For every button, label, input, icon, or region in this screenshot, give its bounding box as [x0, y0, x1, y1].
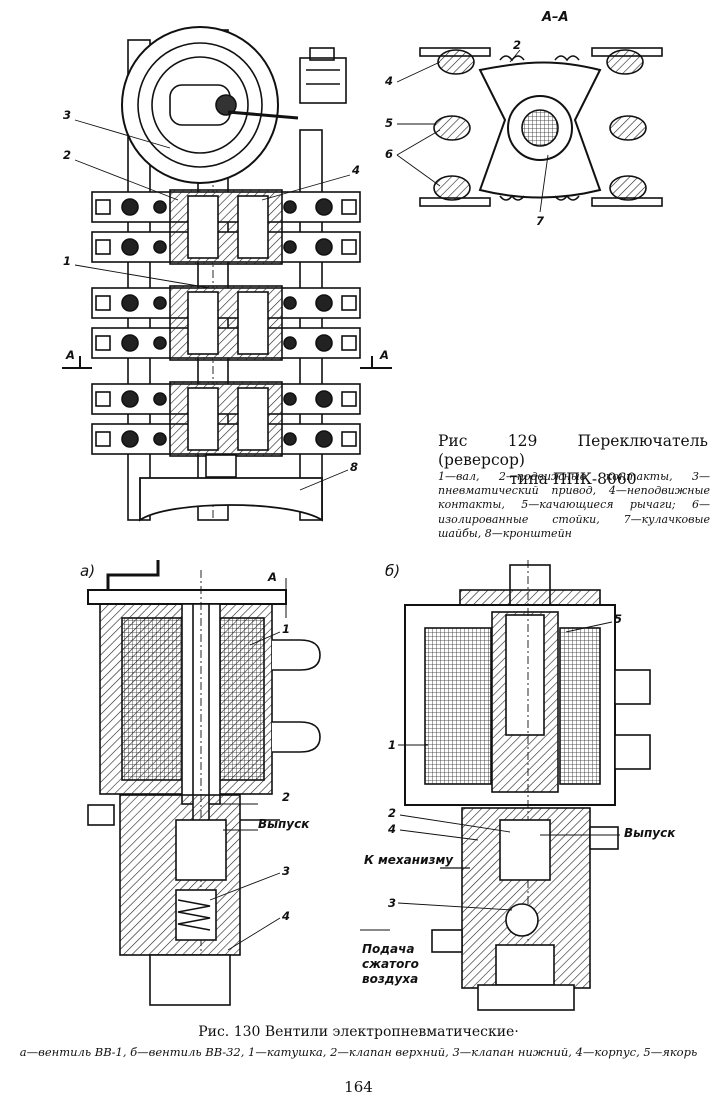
valve-bb32-drawing: [360, 560, 651, 1011]
valve-bb1-drawing: [87, 560, 321, 1006]
section-marker-right: А: [380, 348, 389, 362]
fig130a-callout-3: 3: [282, 864, 291, 878]
fig129-callout-2: 2: [63, 148, 72, 162]
fig129-section-callout-5: 5: [385, 116, 394, 130]
panel-b-label: б): [385, 562, 401, 580]
fig130a-callout-4: 4: [282, 909, 291, 923]
fig129-section-callout-2: 2: [513, 38, 522, 52]
fig129-legend: 1—вал, 2—подвижные контакты, 3—пневматич…: [438, 470, 710, 540]
fig130a-callout-2: 2: [282, 790, 291, 804]
fig129-caption: Рис 129 Переключатель (реверсор) типа ПП…: [438, 432, 708, 489]
to-mechanism-label: К механизму: [364, 853, 454, 867]
fig130-legend: а—вентиль ВВ-1, б—вентиль ВВ-32, 1—катуш…: [19, 1045, 698, 1059]
reverser-front-view: [62, 26, 392, 522]
fig129-caption-line1: Рис 129 Переключатель (реверсор): [438, 432, 708, 469]
section-a-a-label: А–А: [542, 10, 569, 25]
panel-a-label: а): [80, 562, 96, 580]
fig130b-callout-2: 2: [388, 806, 397, 820]
fig130b-vent-label: Выпуск: [624, 826, 676, 840]
fig129-caption-line2: типа ППК-8060: [509, 470, 637, 488]
gap-a-label: А: [268, 570, 277, 584]
section-a-a-view: [396, 47, 663, 213]
fig130b-callout-4: 4: [388, 822, 397, 836]
fig129-section-callout-7: 7: [536, 214, 545, 228]
fig130-caption: Рис. 130 Вентили электропневматические·: [198, 1024, 519, 1040]
fig130a-vent-label: Выпуск: [258, 817, 310, 831]
fig129-callout-4: 4: [352, 163, 361, 177]
fig129-callout-1: 1: [63, 254, 72, 268]
fig129-callout-8: 8: [350, 460, 359, 474]
page-number: 164: [344, 1078, 373, 1096]
fig129-section-callout-4: 4: [385, 74, 394, 88]
fig129-section-callout-6: 6: [385, 147, 394, 161]
section-marker-left: А: [66, 348, 75, 362]
fig130b-callout-3: 3: [388, 896, 397, 910]
fig130a-callout-1: 1: [282, 622, 291, 636]
fig130b-callout-5: 5: [614, 612, 623, 626]
air-supply-label: Подача сжатого воздуха: [362, 942, 419, 986]
fig129-callout-3: 3: [63, 108, 72, 122]
fig130b-callout-1: 1: [388, 738, 397, 752]
